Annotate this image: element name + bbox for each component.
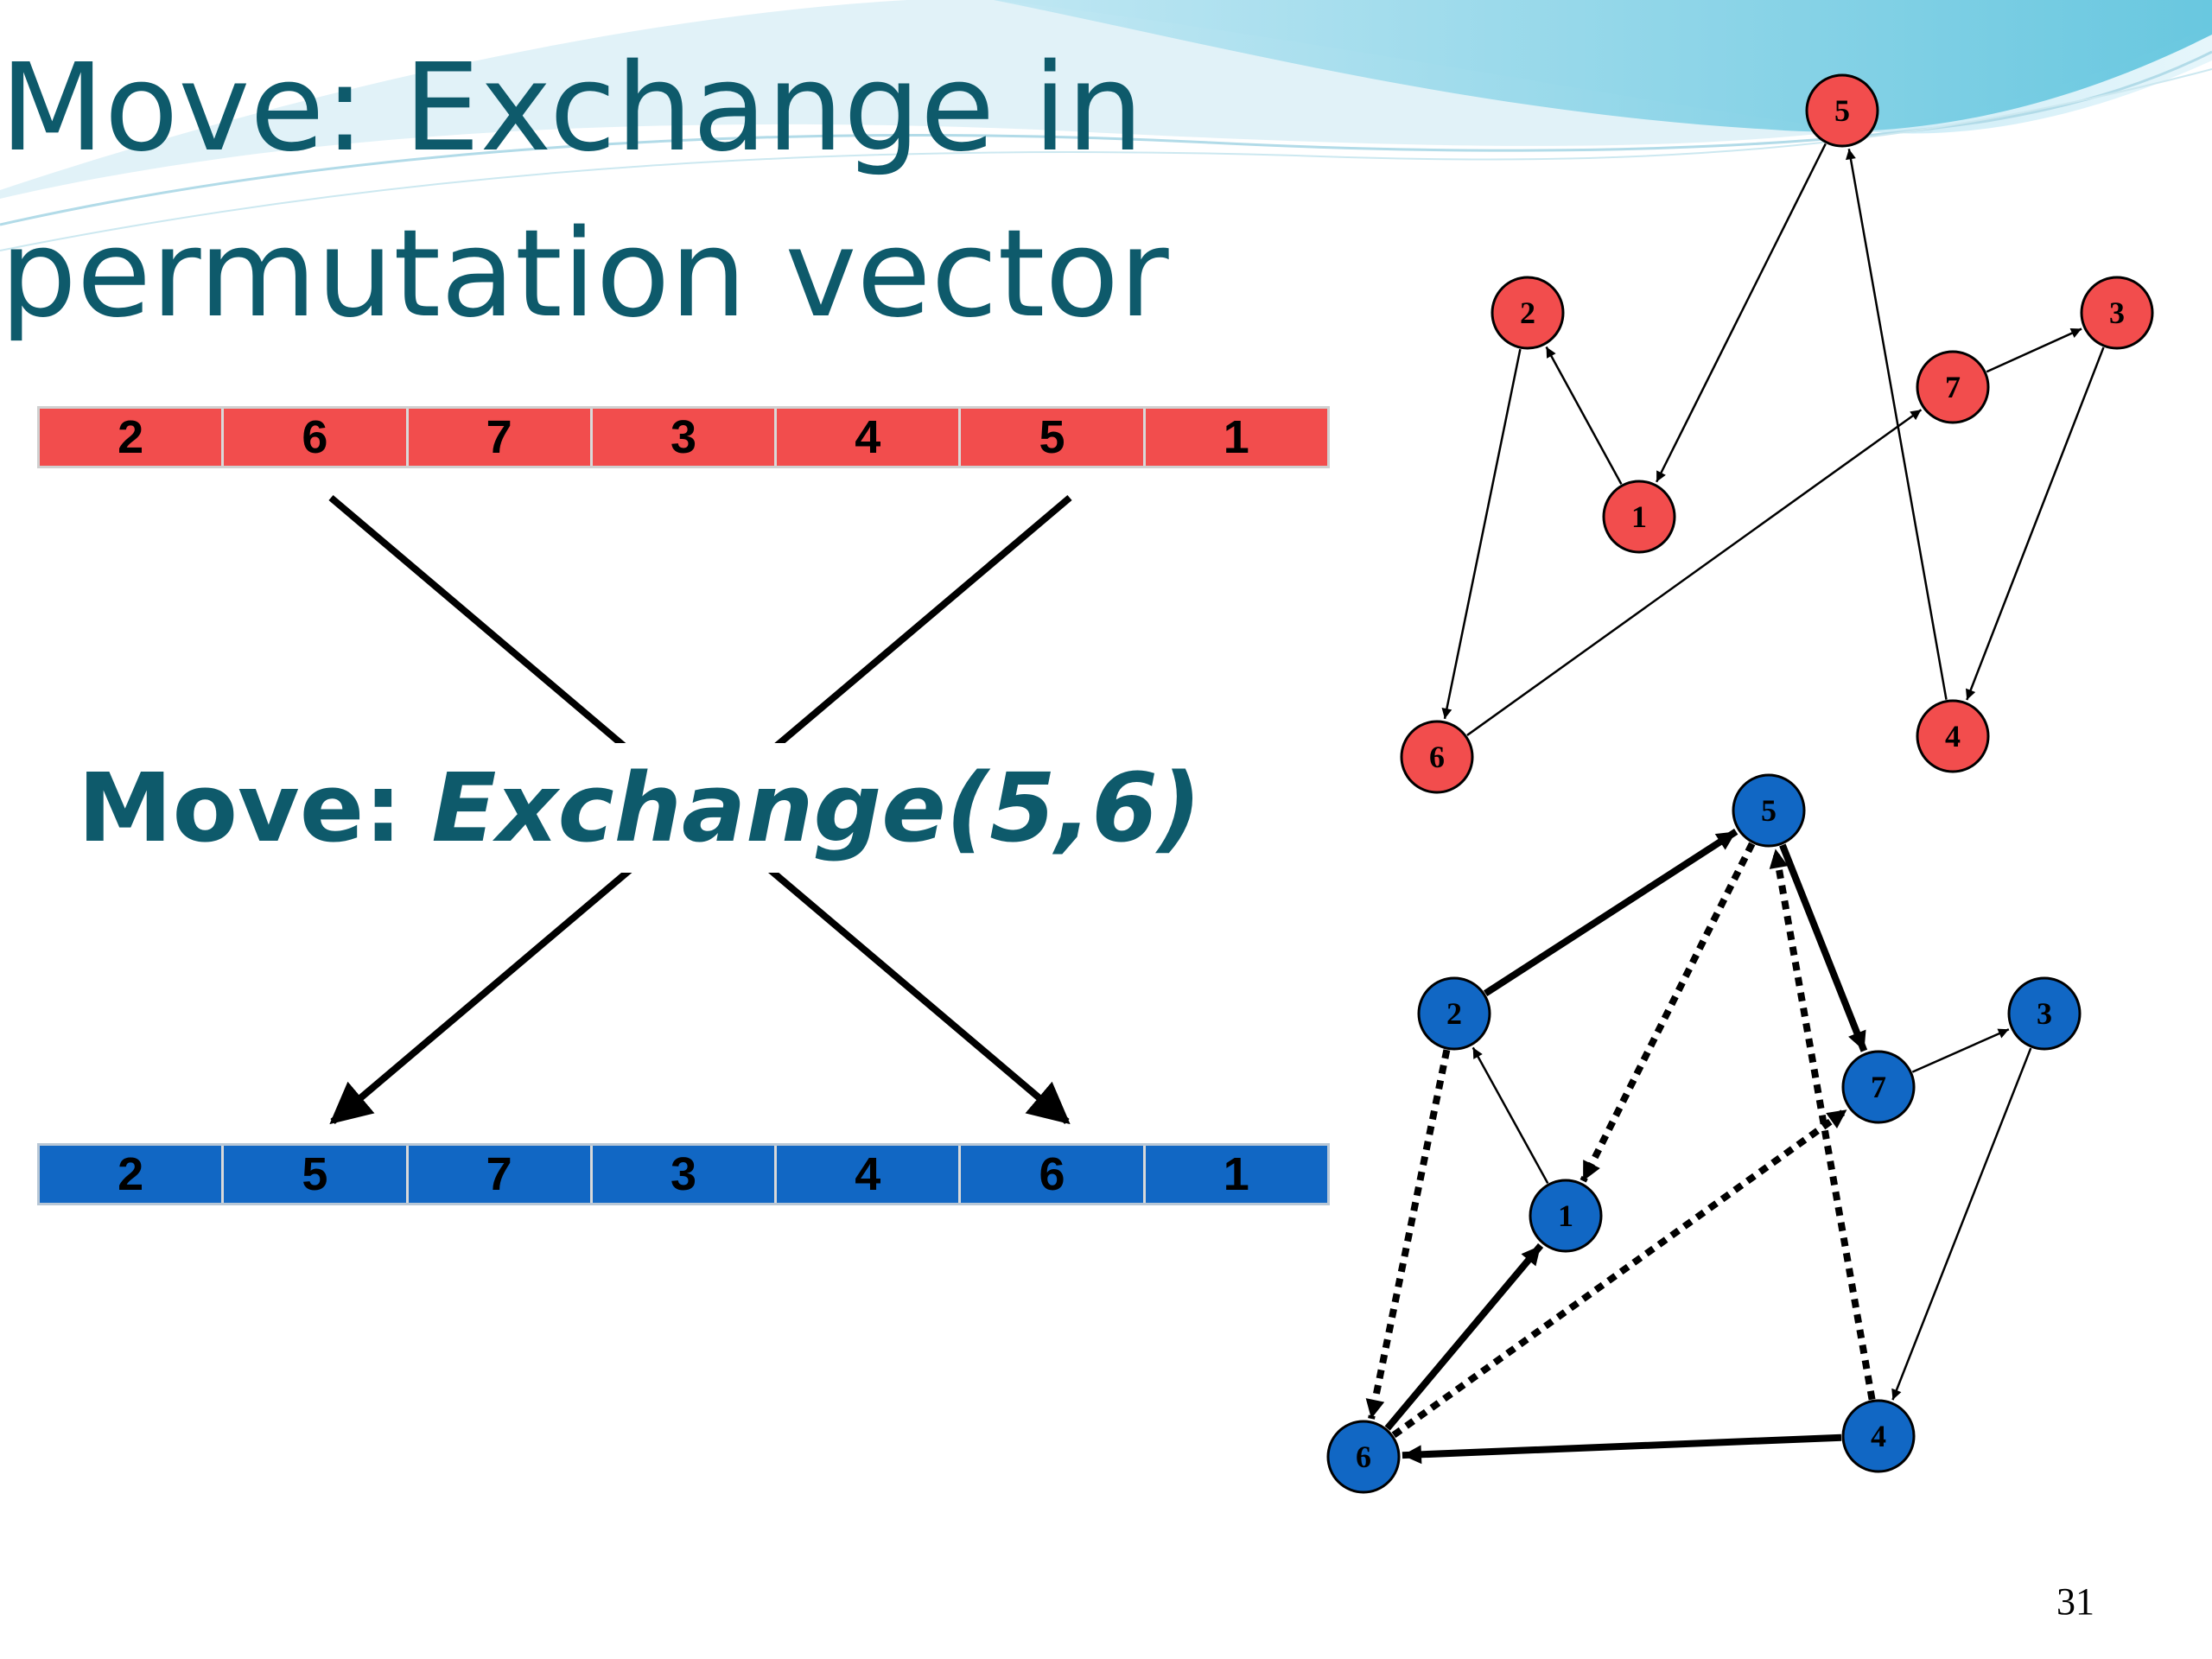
graph-before-node-4: 4	[1916, 699, 1990, 773]
graph-after: 5 2 3 7 1 6 4	[1326, 773, 2082, 1494]
graph-node-label: 1	[1558, 1198, 1573, 1233]
graph-node-circle	[1841, 1050, 1916, 1124]
graph-before-node-6: 6	[1400, 720, 1474, 794]
vector-cell: 2	[118, 1148, 144, 1200]
vector-cell: 5	[221, 1146, 405, 1203]
permutation-vector-before: 2 6 7 3 4 5 1	[37, 406, 1330, 468]
vector-cell: 4	[774, 409, 958, 466]
graph-node-label: 6	[1429, 740, 1445, 774]
graph-before-edge-1-2	[1545, 346, 1623, 485]
move-label-operation: Exchange(5,6)	[431, 753, 1202, 863]
graph-node-circle	[2080, 276, 2154, 350]
slide-title-line-1: Move: Exchange in	[0, 38, 1144, 179]
graph-node-label: 2	[1446, 996, 1462, 1031]
graph-before-node-3: 3	[2080, 276, 2154, 350]
graph-after-edge-4-6	[1402, 1433, 1842, 1465]
graph-node-label: 6	[1356, 1440, 1371, 1474]
graph-before-nodes: 5 2 3 7 1 6 4	[1400, 73, 2154, 794]
graph-before-edge-3-4	[1966, 346, 2105, 701]
graph-node-label: 3	[2037, 996, 2052, 1031]
graph-after-edge-5-7	[1779, 843, 1868, 1052]
graph-after-edge-2-6	[1365, 1049, 1451, 1420]
graph-node-circle	[1529, 1179, 1603, 1253]
graph-before-edge-2-6	[1441, 348, 1522, 720]
graph-after-node-5: 5	[1732, 773, 1806, 848]
graph-node-circle	[1841, 1399, 1916, 1473]
vector-cell: 6	[221, 409, 405, 466]
graph-after-node-4: 4	[1841, 1399, 1916, 1473]
graph-node-circle	[1916, 699, 1990, 773]
graph-before-edge-5-1	[1656, 143, 1827, 483]
graph-before-node-2: 2	[1491, 276, 1565, 350]
graph-node-label: 5	[1834, 93, 1850, 128]
vector-cell: 7	[405, 1146, 590, 1203]
graph-node-circle	[1400, 720, 1474, 794]
graph-before-edges	[1441, 143, 2105, 736]
graph-node-label: 5	[1761, 793, 1777, 828]
graph-node-label: 4	[1945, 719, 1961, 753]
graph-node-circle	[1417, 976, 1491, 1051]
graph-node-label: 7	[1871, 1070, 1886, 1104]
permutation-vector-after: 2 5 7 3 4 6 1	[37, 1143, 1330, 1205]
graph-node-circle	[1326, 1420, 1401, 1494]
graph-node-circle	[2007, 976, 2082, 1051]
vector-cell: 2	[118, 411, 144, 463]
vector-cell: 6	[958, 1146, 1142, 1203]
graph-node-label: 2	[1520, 296, 1535, 330]
graph-after-nodes: 5 2 3 7 1 6 4	[1326, 773, 2082, 1494]
graph-after-edge-7-3	[1911, 1028, 2010, 1073]
graph-node-circle	[1602, 480, 1676, 554]
graph-node-circle	[1805, 73, 1879, 148]
graph-after-node-6: 6	[1326, 1420, 1401, 1494]
graph-before: 5 2 3 7 1 6 4	[1400, 73, 2154, 794]
vector-cell: 3	[589, 409, 774, 466]
graph-before-node-5: 5	[1805, 73, 1879, 148]
graph-after-edge-1-2	[1471, 1046, 1549, 1184]
graph-node-circle	[1491, 276, 1565, 350]
graph-node-label: 1	[1631, 499, 1647, 534]
graph-after-edge-3-4	[1891, 1047, 2032, 1401]
slide-title: Move: Exchange in permutation vector	[0, 26, 1169, 358]
graph-after-node-3: 3	[2007, 976, 2082, 1051]
vector-cell: 1	[1142, 409, 1327, 466]
graph-after-edges	[1365, 829, 2032, 1465]
vector-cell: 4	[774, 1146, 958, 1203]
graph-before-node-7: 7	[1916, 350, 1990, 424]
graph-node-label: 4	[1871, 1419, 1886, 1453]
vector-cell: 1	[1142, 1146, 1327, 1203]
move-label-prefix: Move:	[78, 753, 403, 863]
graph-after-node-2: 2	[1417, 976, 1491, 1051]
graph-node-circle	[1916, 350, 1990, 424]
graph-after-edge-6-7	[1391, 1106, 1849, 1439]
graph-before-edge-4-5	[1846, 149, 1948, 700]
graph-after-edge-2-5	[1483, 829, 1738, 997]
vector-cell: 7	[405, 409, 590, 466]
graph-node-label: 3	[2109, 296, 2125, 330]
vector-cell: 5	[958, 409, 1142, 466]
graph-after-node-1: 1	[1529, 1179, 1603, 1253]
graph-node-circle	[1732, 773, 1806, 848]
page-number: 31	[2056, 1580, 2094, 1623]
vector-cell: 3	[589, 1146, 774, 1203]
graph-before-node-1: 1	[1602, 480, 1676, 554]
move-label: Move: Exchange(5,6)	[52, 743, 1201, 873]
graph-after-node-7: 7	[1841, 1050, 1916, 1124]
slide-title-line-2: permutation vector	[0, 204, 1169, 345]
graph-after-edge-6-1	[1384, 1243, 1544, 1431]
graph-before-edge-6-7	[1466, 409, 1923, 736]
graph-before-edge-7-3	[1986, 327, 2082, 373]
graph-node-label: 7	[1945, 370, 1961, 404]
graph-after-edge-5-1	[1580, 842, 1756, 1183]
